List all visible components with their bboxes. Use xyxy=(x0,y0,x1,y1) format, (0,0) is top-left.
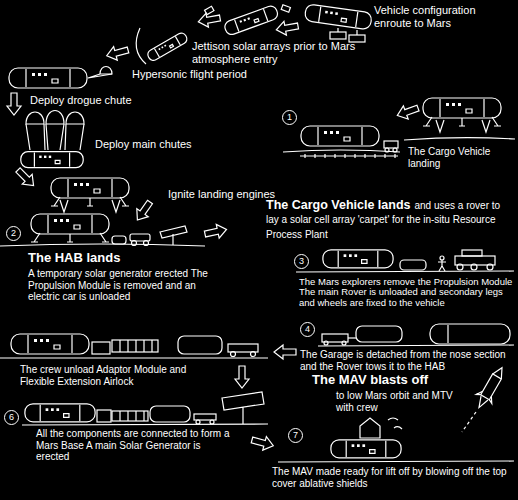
step-text: to low Mars orbit and MTV with crew xyxy=(336,390,453,413)
cargo-vehicle-landing xyxy=(404,98,515,140)
caption-text: Jettison solar arrays prior to Mars atmo… xyxy=(192,40,355,65)
caption-block: to low Mars orbit and MTV with crew xyxy=(336,390,461,413)
caption-text: Deploy main chutes xyxy=(95,138,192,150)
caption-block: Deploy main chutes xyxy=(95,138,225,151)
step-text: A temporary solar generator erected The … xyxy=(28,268,208,302)
callout-circle: 3 xyxy=(294,254,309,269)
caption-text: Vehicle configuration enroute to Mars xyxy=(374,4,476,29)
step-heading: The HAB lands xyxy=(28,250,120,265)
mav-launch xyxy=(462,363,510,432)
adaptor-airlock-unload xyxy=(0,334,268,358)
callout-circle: 4 xyxy=(300,322,315,337)
callout-number: 7 xyxy=(293,430,298,440)
caption-text: Ignite landing engines xyxy=(168,188,275,200)
callout-circle: 6 xyxy=(4,410,19,425)
cargo-vehicle-landed xyxy=(283,126,400,158)
hypersonic-vehicle xyxy=(136,28,189,64)
caption-block: The crew unload Adaptor Module and Flexi… xyxy=(20,364,215,387)
callout-number: 3 xyxy=(299,256,304,266)
callout-number: 2 xyxy=(11,228,16,238)
step-text: The Garage is detached from the nose sec… xyxy=(300,349,506,372)
mars-base xyxy=(22,392,268,425)
callout-circle: 1 xyxy=(282,110,297,125)
caption-block: A temporary solar generator erected The … xyxy=(28,268,210,303)
step-text: The MAV made ready for lift off by blowi… xyxy=(272,466,507,489)
garage-towing xyxy=(318,324,514,346)
callout-number: 4 xyxy=(305,324,310,334)
caption-block: The Cargo Vehicle landing xyxy=(408,146,514,169)
callout-number: 6 xyxy=(9,412,14,422)
rover-unloading xyxy=(296,250,514,272)
callout-number: 1 xyxy=(287,112,292,122)
caption-block: The Mars explorers remove the Propulsion… xyxy=(299,277,513,308)
caption-block: The HAB lands xyxy=(28,251,198,266)
caption-text: Deploy drogue chute xyxy=(30,94,132,106)
main-chutes xyxy=(21,111,84,168)
step-text: The Mars explorers remove the Propulsion… xyxy=(299,276,512,308)
caption-text: Hypersonic flight period xyxy=(132,68,247,80)
callout-circle: 2 xyxy=(6,226,21,241)
step-heading: The Cargo Vehicle lands xyxy=(266,198,411,212)
vehicle-enroute xyxy=(304,4,372,42)
mav-on-pad xyxy=(278,418,514,462)
step-text: The crew unload Adaptor Module and Flexi… xyxy=(20,364,186,387)
caption-block: The Cargo Vehicle landsand uses a rover … xyxy=(266,198,512,241)
caption-block: Jettison solar arrays prior to Mars atmo… xyxy=(192,40,360,65)
step-text: All the components are connected to form… xyxy=(36,428,229,462)
hab-landed xyxy=(0,214,205,246)
drogue-chute-vehicle xyxy=(9,67,112,89)
caption-text: The Cargo Vehicle landing xyxy=(408,146,490,169)
caption-block: The MAV blasts off xyxy=(312,373,462,388)
caption-block: Hypersonic flight period xyxy=(132,68,282,81)
caption-block: All the components are connected to form… xyxy=(36,428,236,463)
caption-block: The Garage is detached from the nose sec… xyxy=(300,349,513,372)
caption-block: The MAV made ready for lift off by blowi… xyxy=(272,466,512,489)
caption-block: Vehicle configuration enroute to Mars xyxy=(374,4,512,29)
landing-engines xyxy=(51,178,129,212)
step-heading: The MAV blasts off xyxy=(312,372,428,387)
caption-block: Deploy drogue chute xyxy=(30,94,170,107)
callout-circle: 7 xyxy=(288,428,303,443)
